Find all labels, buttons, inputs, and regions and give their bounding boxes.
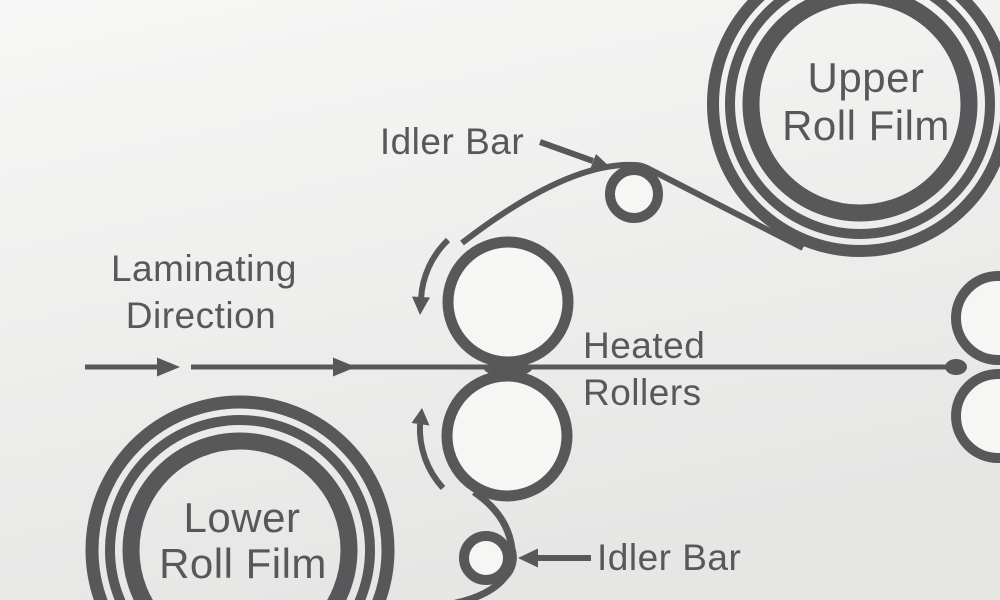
upper-roller-rotation-arrow — [412, 296, 430, 315]
idler-bar-top — [605, 165, 663, 223]
heated-rollers-label-line1: Heated — [583, 325, 705, 366]
upper-roll-ring-inner — [742, 0, 978, 222]
lower-roll-film-label-line2: Roll Film — [159, 540, 327, 587]
laminating-direction-arrow-2 — [333, 357, 356, 377]
idler-bar-top-pointer-arrow — [590, 154, 611, 170]
ink-solid-layer — [157, 154, 967, 568]
heated-roller-lower — [441, 370, 573, 502]
heated-roller-nip — [484, 360, 532, 377]
upper-roll-film-label-line1: Upper — [808, 54, 925, 101]
upper-roll-film-rings — [707, 0, 1000, 257]
label-layer: Laminating Direction Idler Bar Heated Ro… — [111, 54, 950, 587]
lower-roll-film-label-line1: Lower — [184, 494, 301, 541]
roller-bodies — [441, 165, 1000, 585]
laminating-direction-label-line2: Direction — [126, 295, 277, 336]
pull-roller-upper — [951, 271, 1000, 365]
heated-rollers-label-line2: Rollers — [583, 372, 702, 413]
lower-film-path — [453, 489, 517, 600]
idler-bar-top-pointer-line — [538, 139, 595, 164]
idler-bar-bottom-label: Idler Bar — [597, 537, 741, 578]
lower-roller-rotation-arc — [416, 423, 446, 491]
pull-roller-nip — [945, 359, 967, 375]
lower-roller-rotation-arrow — [411, 408, 430, 426]
idler-bar-bottom-pointer-arrow — [518, 548, 538, 568]
idler-bar-bottom — [459, 531, 513, 585]
upper-roller-rotation-arc — [418, 237, 451, 300]
upper-film-path — [460, 161, 805, 251]
lower-roll-film-rings — [85, 395, 395, 600]
heated-roller-upper — [442, 236, 574, 368]
idler-bar-top-label: Idler Bar — [380, 121, 524, 162]
lower-roll-ring-inner — [122, 432, 358, 600]
laminating-direction-label-line1: Laminating — [111, 248, 297, 289]
line-work — [85, 0, 1000, 600]
upper-roll-film-label-line2: Roll Film — [782, 102, 950, 149]
upper-roll-ring-outer — [707, 0, 1000, 257]
upper-roll-ring-middle — [725, 0, 995, 239]
ink-stroke-layer — [85, 0, 1000, 600]
pull-roller-lower — [951, 369, 1000, 463]
laminating-direction-arrow-1 — [157, 357, 180, 377]
lower-roll-ring-outer — [85, 395, 395, 600]
lower-roll-ring-middle — [105, 415, 375, 600]
